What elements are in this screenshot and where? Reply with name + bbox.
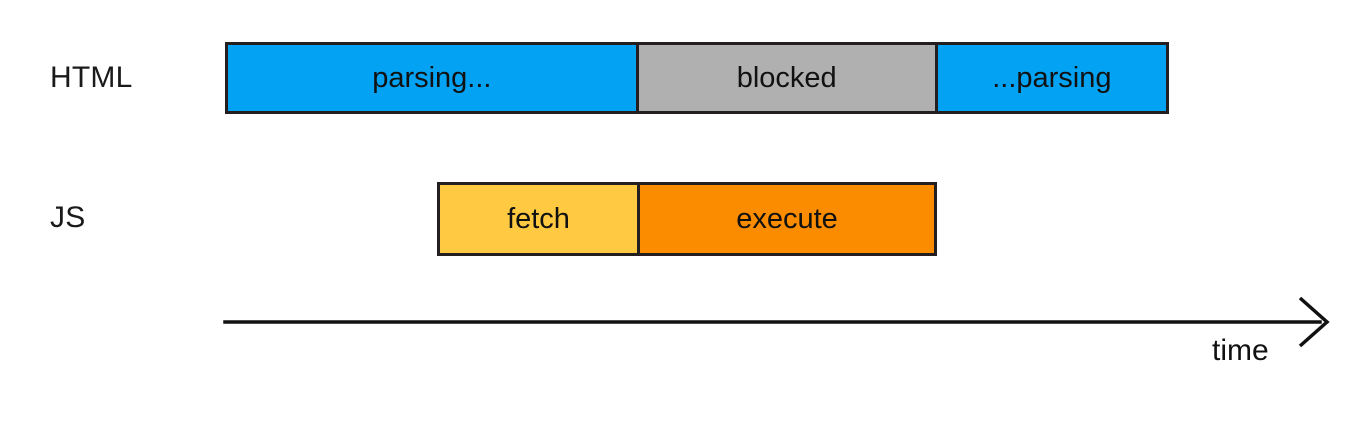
segment-js-fetch: fetch bbox=[437, 182, 640, 256]
time-axis-arrow-icon bbox=[223, 296, 1330, 348]
timeline-bar-html: parsing... blocked ...parsing bbox=[225, 42, 1169, 114]
row-label-html: HTML bbox=[50, 61, 133, 94]
segment-html-blocked: blocked bbox=[635, 42, 938, 114]
segment-html-parsing: parsing... bbox=[225, 42, 639, 114]
time-axis-label: time bbox=[1212, 334, 1269, 367]
segment-label: ...parsing bbox=[992, 61, 1112, 94]
row-label-js: JS bbox=[50, 201, 86, 234]
segment-label: fetch bbox=[507, 202, 570, 235]
segment-label: parsing... bbox=[372, 61, 492, 94]
segment-label: execute bbox=[736, 202, 838, 235]
segment-label: blocked bbox=[736, 61, 837, 94]
time-axis-arrowhead bbox=[1298, 296, 1330, 348]
timeline-bar-js: fetch execute bbox=[437, 182, 937, 256]
segment-html-parsing-resumed: ...parsing bbox=[934, 42, 1169, 114]
segment-js-execute: execute bbox=[637, 182, 937, 256]
